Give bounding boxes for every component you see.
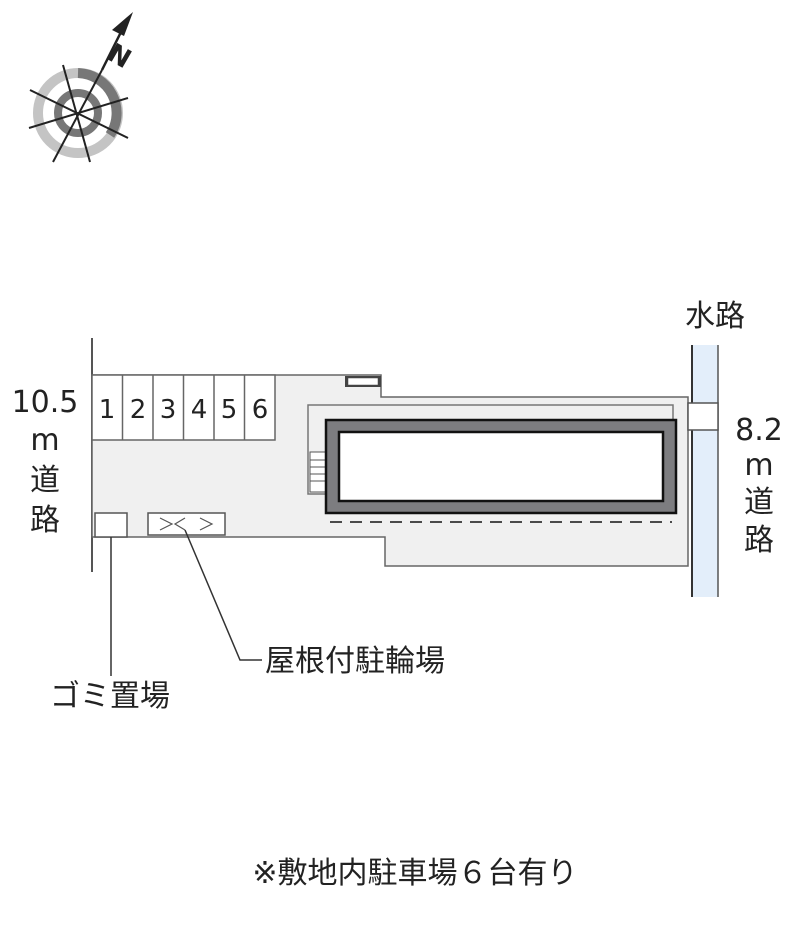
footnote: ※敷地内駐車場６台有り: [252, 856, 577, 891]
bike-parking-label: 屋根付駐輪場: [265, 644, 445, 679]
waterway: [692, 345, 718, 597]
left-road-unit: m: [30, 423, 59, 458]
parking-stall: 3: [160, 395, 177, 425]
compass-icon: N: [28, 12, 136, 163]
parking-stall: 6: [252, 395, 269, 425]
parking-stalls: 1 2 3 4 5 6: [91, 374, 276, 441]
right-road-label-1: 道: [744, 485, 774, 520]
north-label: N: [102, 38, 136, 75]
parking-stall: 1: [99, 395, 116, 425]
left-road-label-1: 道: [30, 463, 60, 498]
parking-stall: 4: [191, 395, 208, 425]
parking-stall: 2: [130, 395, 147, 425]
bridge: [687, 402, 719, 431]
bike-leader-line: [184, 529, 262, 661]
bike-parking: [147, 512, 226, 536]
stairs-icon: [309, 451, 327, 493]
left-road-label-2: 路: [30, 503, 60, 538]
waterway-label: 水路: [685, 299, 745, 334]
parking-stall: 5: [221, 395, 238, 425]
left-road-width: 10.5: [12, 385, 79, 420]
right-road-unit: m: [744, 448, 773, 483]
garbage-area: [94, 512, 128, 538]
right-road-label-2: 路: [744, 523, 774, 558]
garbage-label: ゴミ置場: [50, 679, 170, 714]
right-road-width: 8.2: [735, 413, 783, 448]
